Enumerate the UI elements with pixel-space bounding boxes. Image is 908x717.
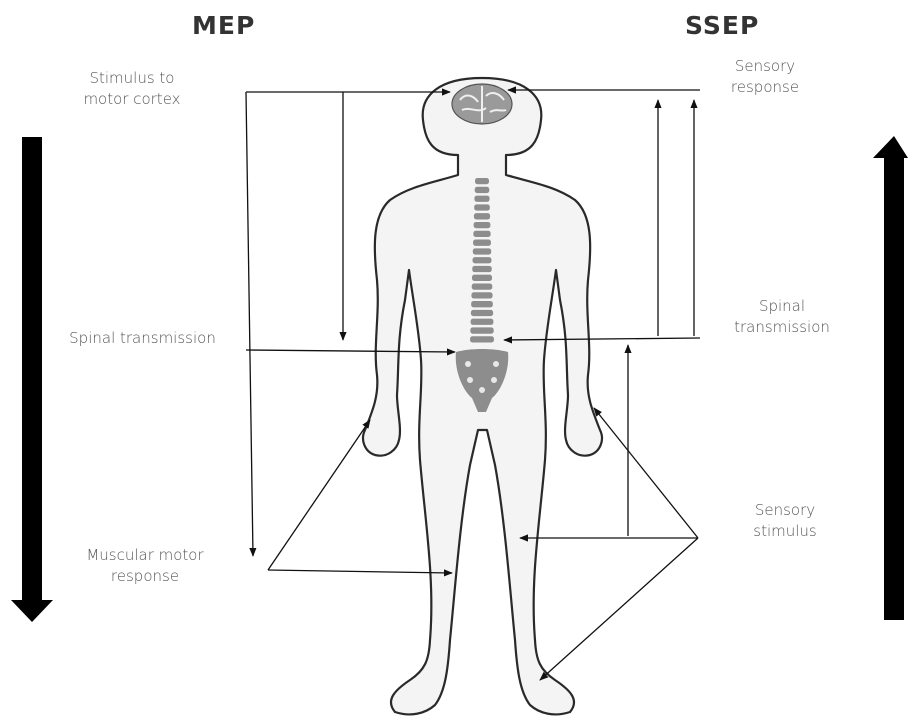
vertebra [471,310,493,316]
vertebra [471,301,493,307]
vertebra [472,266,492,272]
mep-direction-arrow [11,137,53,622]
vertebra [470,327,493,333]
vertebra [473,248,491,254]
vertebra [473,240,491,246]
vertebra [474,222,491,228]
vertebra [474,204,490,210]
vertebra [471,319,494,325]
vertebra [472,283,493,289]
vertebra [472,275,492,281]
vertebra [473,231,490,237]
vertebra [473,257,492,263]
vertebra [475,187,490,193]
vertebra [475,178,489,184]
vertebra [474,213,490,219]
vertebra [470,336,494,342]
vertebra [471,292,492,298]
brain-icon [452,84,512,124]
vertebra [474,196,489,202]
ssep-direction-arrow [873,136,908,620]
